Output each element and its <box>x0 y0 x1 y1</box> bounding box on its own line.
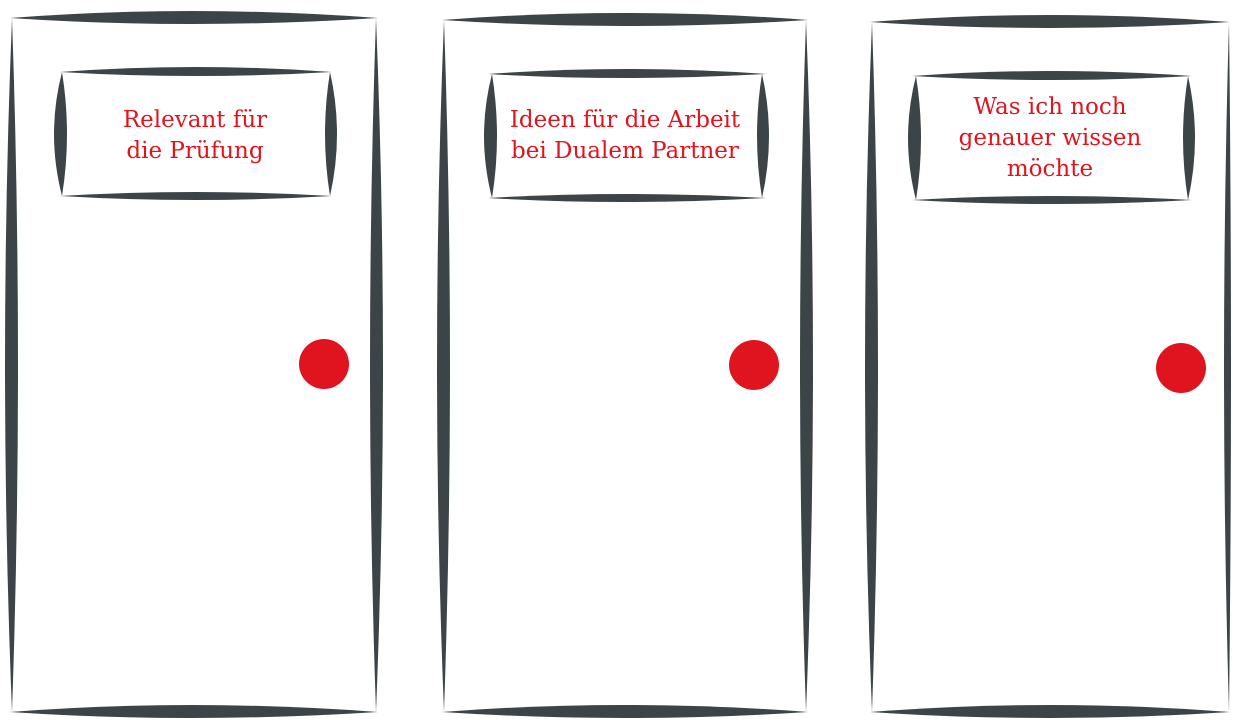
door-1-sign-bottom <box>60 192 332 200</box>
door-3-knob <box>1156 343 1206 393</box>
door-3-left-edge <box>865 22 878 712</box>
door-3-label: Was ich noch genauer wissen möchte <box>925 82 1175 194</box>
door-1-sign-top <box>60 67 332 76</box>
door-2-sign-right <box>757 74 769 198</box>
door-2-bottom-edge <box>442 705 808 718</box>
door-1-left-edge <box>5 18 18 712</box>
door-3-sign-bottom <box>912 196 1192 204</box>
door-3-sign-left <box>908 76 921 200</box>
door-2-sign-top <box>488 69 766 78</box>
door-2-left-edge <box>437 20 450 712</box>
door-2-sign-bottom <box>488 194 766 202</box>
door-2-knob <box>729 340 779 390</box>
door-1-right-edge <box>370 18 383 712</box>
door-1-label: Relevant für die Prüfung <box>70 80 320 192</box>
door-1-sign-right <box>325 72 337 196</box>
door-2-label: Ideen für die Arbeit bei Dualem Partner <box>500 80 750 192</box>
door-3-top-edge <box>870 15 1230 28</box>
door-1-knob <box>299 339 349 389</box>
door-2-top-edge <box>442 13 808 26</box>
door-3-bottom-edge <box>870 705 1230 718</box>
door-1-bottom-edge <box>10 705 378 718</box>
door-1-sign-left <box>54 72 67 196</box>
door-3-sign-right <box>1183 76 1195 200</box>
door-1-top-edge <box>10 11 378 24</box>
door-2-right-edge <box>800 20 813 712</box>
door-2-sign-left <box>484 74 497 198</box>
door-3-right-edge <box>1224 22 1231 712</box>
door-3-sign-top <box>912 71 1192 80</box>
